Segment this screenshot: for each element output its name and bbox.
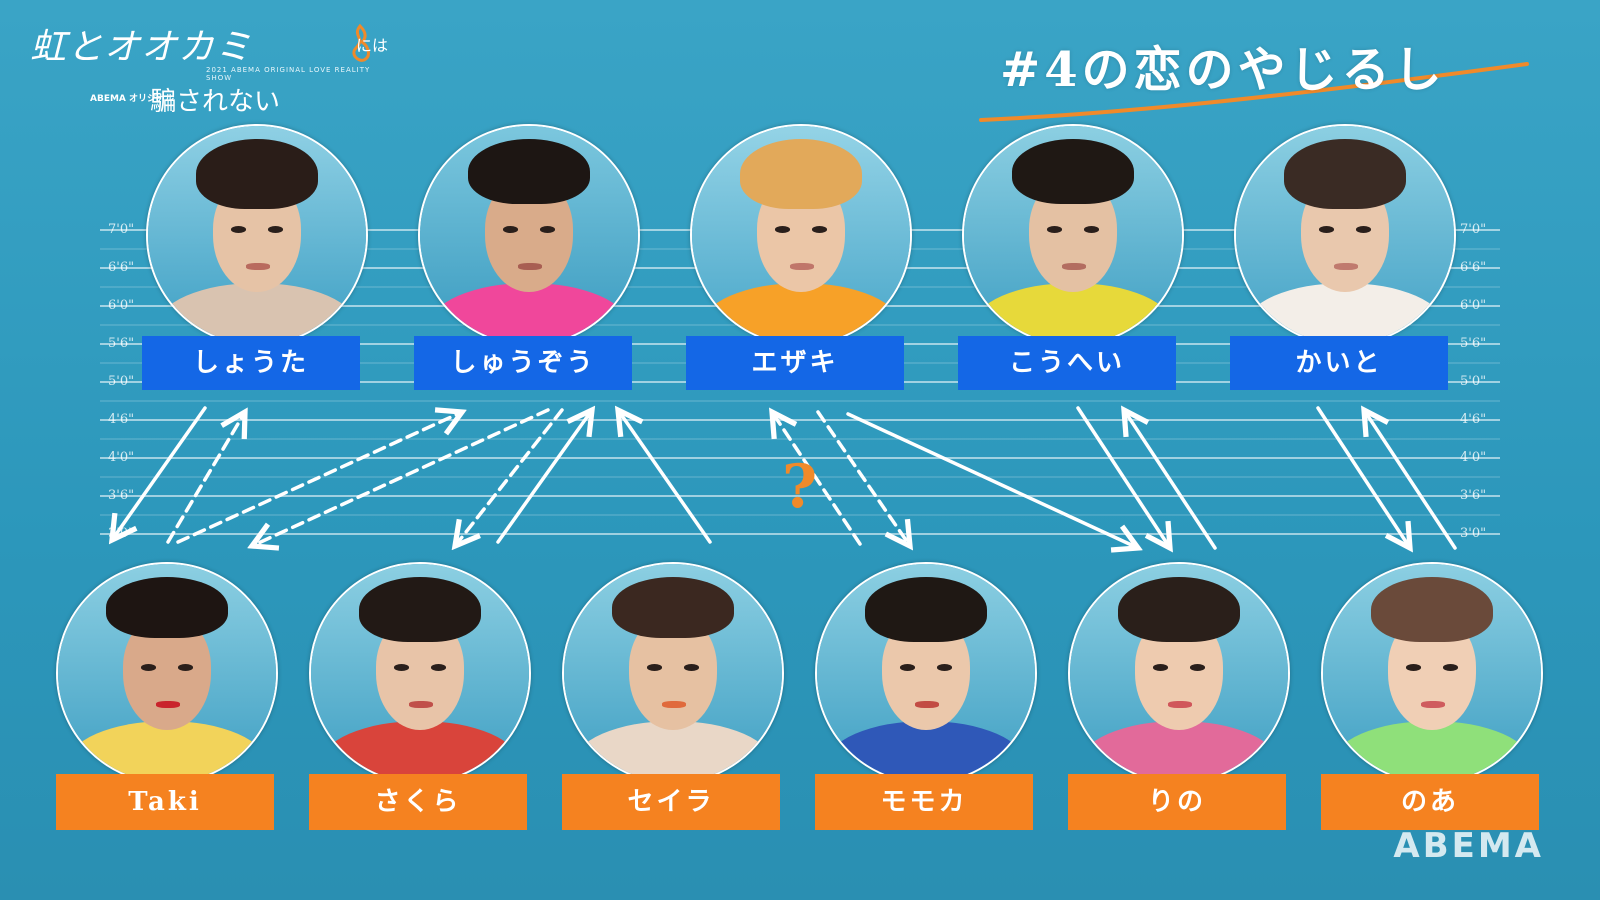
dashed-momoka-to-ezaki	[772, 412, 862, 546]
height-scale-label: 4'6"	[1460, 412, 1487, 427]
height-scale-label: 6'6"	[1460, 260, 1487, 275]
height-scale-label: 3'6"	[108, 488, 135, 503]
logo-main-text: 虹とオオカミ	[30, 27, 253, 68]
arrow-noa-to-kaito	[1364, 410, 1457, 550]
height-scale-label: 7'0"	[1460, 222, 1487, 237]
arrow-seira-to-shuzo-2	[618, 410, 712, 544]
arrow-kouhei-to-rino	[1076, 406, 1170, 548]
height-scale-label: 7'0"	[108, 222, 135, 237]
name-label-ezaki: エザキ	[686, 336, 904, 390]
arrow-ezaki-to-rino	[846, 412, 1138, 548]
height-scale-label: 3'6"	[1460, 488, 1487, 503]
avatar-taki	[56, 562, 278, 784]
avatar-kaito	[1234, 124, 1456, 346]
logo-small-text: には	[356, 36, 389, 55]
dashed-shuzo-to-sakura-2	[455, 408, 564, 546]
avatar-sakura	[309, 562, 531, 784]
avatar-momoka	[815, 562, 1037, 784]
height-scale-label: 6'0"	[108, 298, 135, 313]
arrow-seira-to-shuzo	[496, 410, 592, 544]
height-scale-label: 3'0"	[108, 526, 135, 541]
avatar-noa	[1321, 562, 1543, 784]
logo-abema-original: ABEMA オリジナル	[90, 94, 175, 104]
flame-icon	[352, 24, 370, 62]
height-scale-label: 4'0"	[108, 450, 135, 465]
avatar-shouta	[146, 124, 368, 346]
dashed-shuzo-to-sakura	[252, 408, 550, 546]
arrow-kaito-to-noa	[1316, 406, 1410, 548]
title-underline-stroke	[979, 62, 1529, 122]
avatar-shuzo	[418, 124, 640, 346]
name-label-seira: セイラ	[562, 774, 780, 830]
question-mark: ?	[782, 452, 818, 522]
height-scale-label: 3'0"	[1460, 526, 1487, 541]
avatar-rino	[1068, 562, 1290, 784]
height-scale-label: 6'0"	[1460, 298, 1487, 313]
dashed-taki-to-shouta	[166, 412, 245, 544]
dashed-taki-to-shuzo	[176, 412, 462, 544]
dashed-arrows	[166, 408, 910, 546]
height-scale-label: 5'0"	[108, 374, 135, 389]
dashed-ezaki-to-momoka	[816, 410, 910, 546]
show-logo: 虹とオオカミ には ABEMA オリジナル 2021 ABEMA ORIGINA…	[30, 18, 390, 118]
avatar-kouhei	[962, 124, 1184, 346]
logo-sub-text: 騙されない	[150, 87, 281, 117]
height-scale-label: 4'6"	[108, 412, 135, 427]
episode-title: #4の恋のやじるし	[1000, 42, 1446, 98]
arrow-shouta-to-taki	[112, 406, 207, 540]
height-scale-label: 6'6"	[108, 260, 135, 275]
avatar-seira	[562, 562, 784, 784]
love-arrows	[112, 406, 1457, 550]
arrow-rino-to-kouhei	[1124, 410, 1217, 550]
avatar-ezaki	[690, 124, 912, 346]
name-label-kaito: かいと	[1230, 336, 1448, 390]
logo-english-subtitle: 2021 ABEMA ORIGINAL LOVE REALITY SHOW	[206, 66, 371, 82]
abema-watermark: ABEMA	[1393, 826, 1544, 866]
name-label-kouhei: こうへい	[958, 336, 1176, 390]
name-label-momoka: モモカ	[815, 774, 1033, 830]
height-scale-label: 4'0"	[1460, 450, 1487, 465]
name-label-noa: のあ	[1321, 774, 1539, 830]
height-scale-label: 5'0"	[1460, 374, 1487, 389]
height-scale-label: 5'6"	[108, 336, 135, 351]
name-label-taki: Taki	[56, 774, 274, 830]
name-label-shuzo: しゅうぞう	[414, 336, 632, 390]
name-label-rino: りの	[1068, 774, 1286, 830]
name-label-shouta: しょうた	[142, 336, 360, 390]
height-scale-label: 5'6"	[1460, 336, 1487, 351]
name-label-sakura: さくら	[309, 774, 527, 830]
